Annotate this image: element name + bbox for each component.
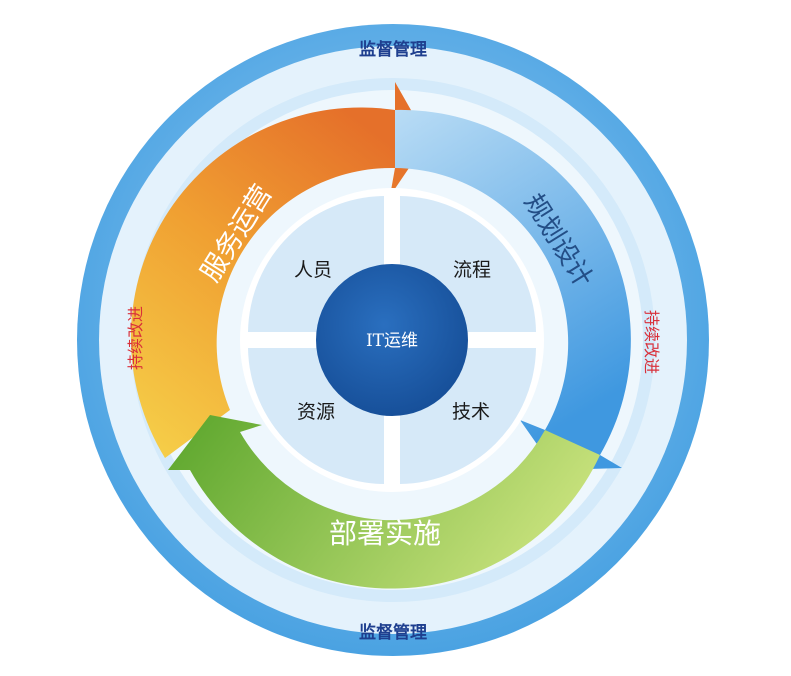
cycle-arc-blue [395,109,631,470]
cycle-arc-orange [130,82,428,458]
cycle-label-green: 部署实施 [329,517,441,550]
cycle-arc-green [168,415,600,589]
quadrant-label-bottom-left: 资源 [297,401,335,423]
bottom-ring-label: 监督管理 [359,622,427,643]
quadrant-label-bottom-right: 技术 [452,401,490,423]
left-ring-label: 持续改进 [126,306,145,370]
quadrant-label-top-right: 流程 [453,259,491,281]
right-ring-label: 持续改进 [642,310,661,374]
quadrant-label-top-left: 人员 [294,259,332,281]
core-circle [316,264,468,416]
core-label: IT运维 [366,331,418,351]
top-ring-label: 监督管理 [359,39,427,60]
